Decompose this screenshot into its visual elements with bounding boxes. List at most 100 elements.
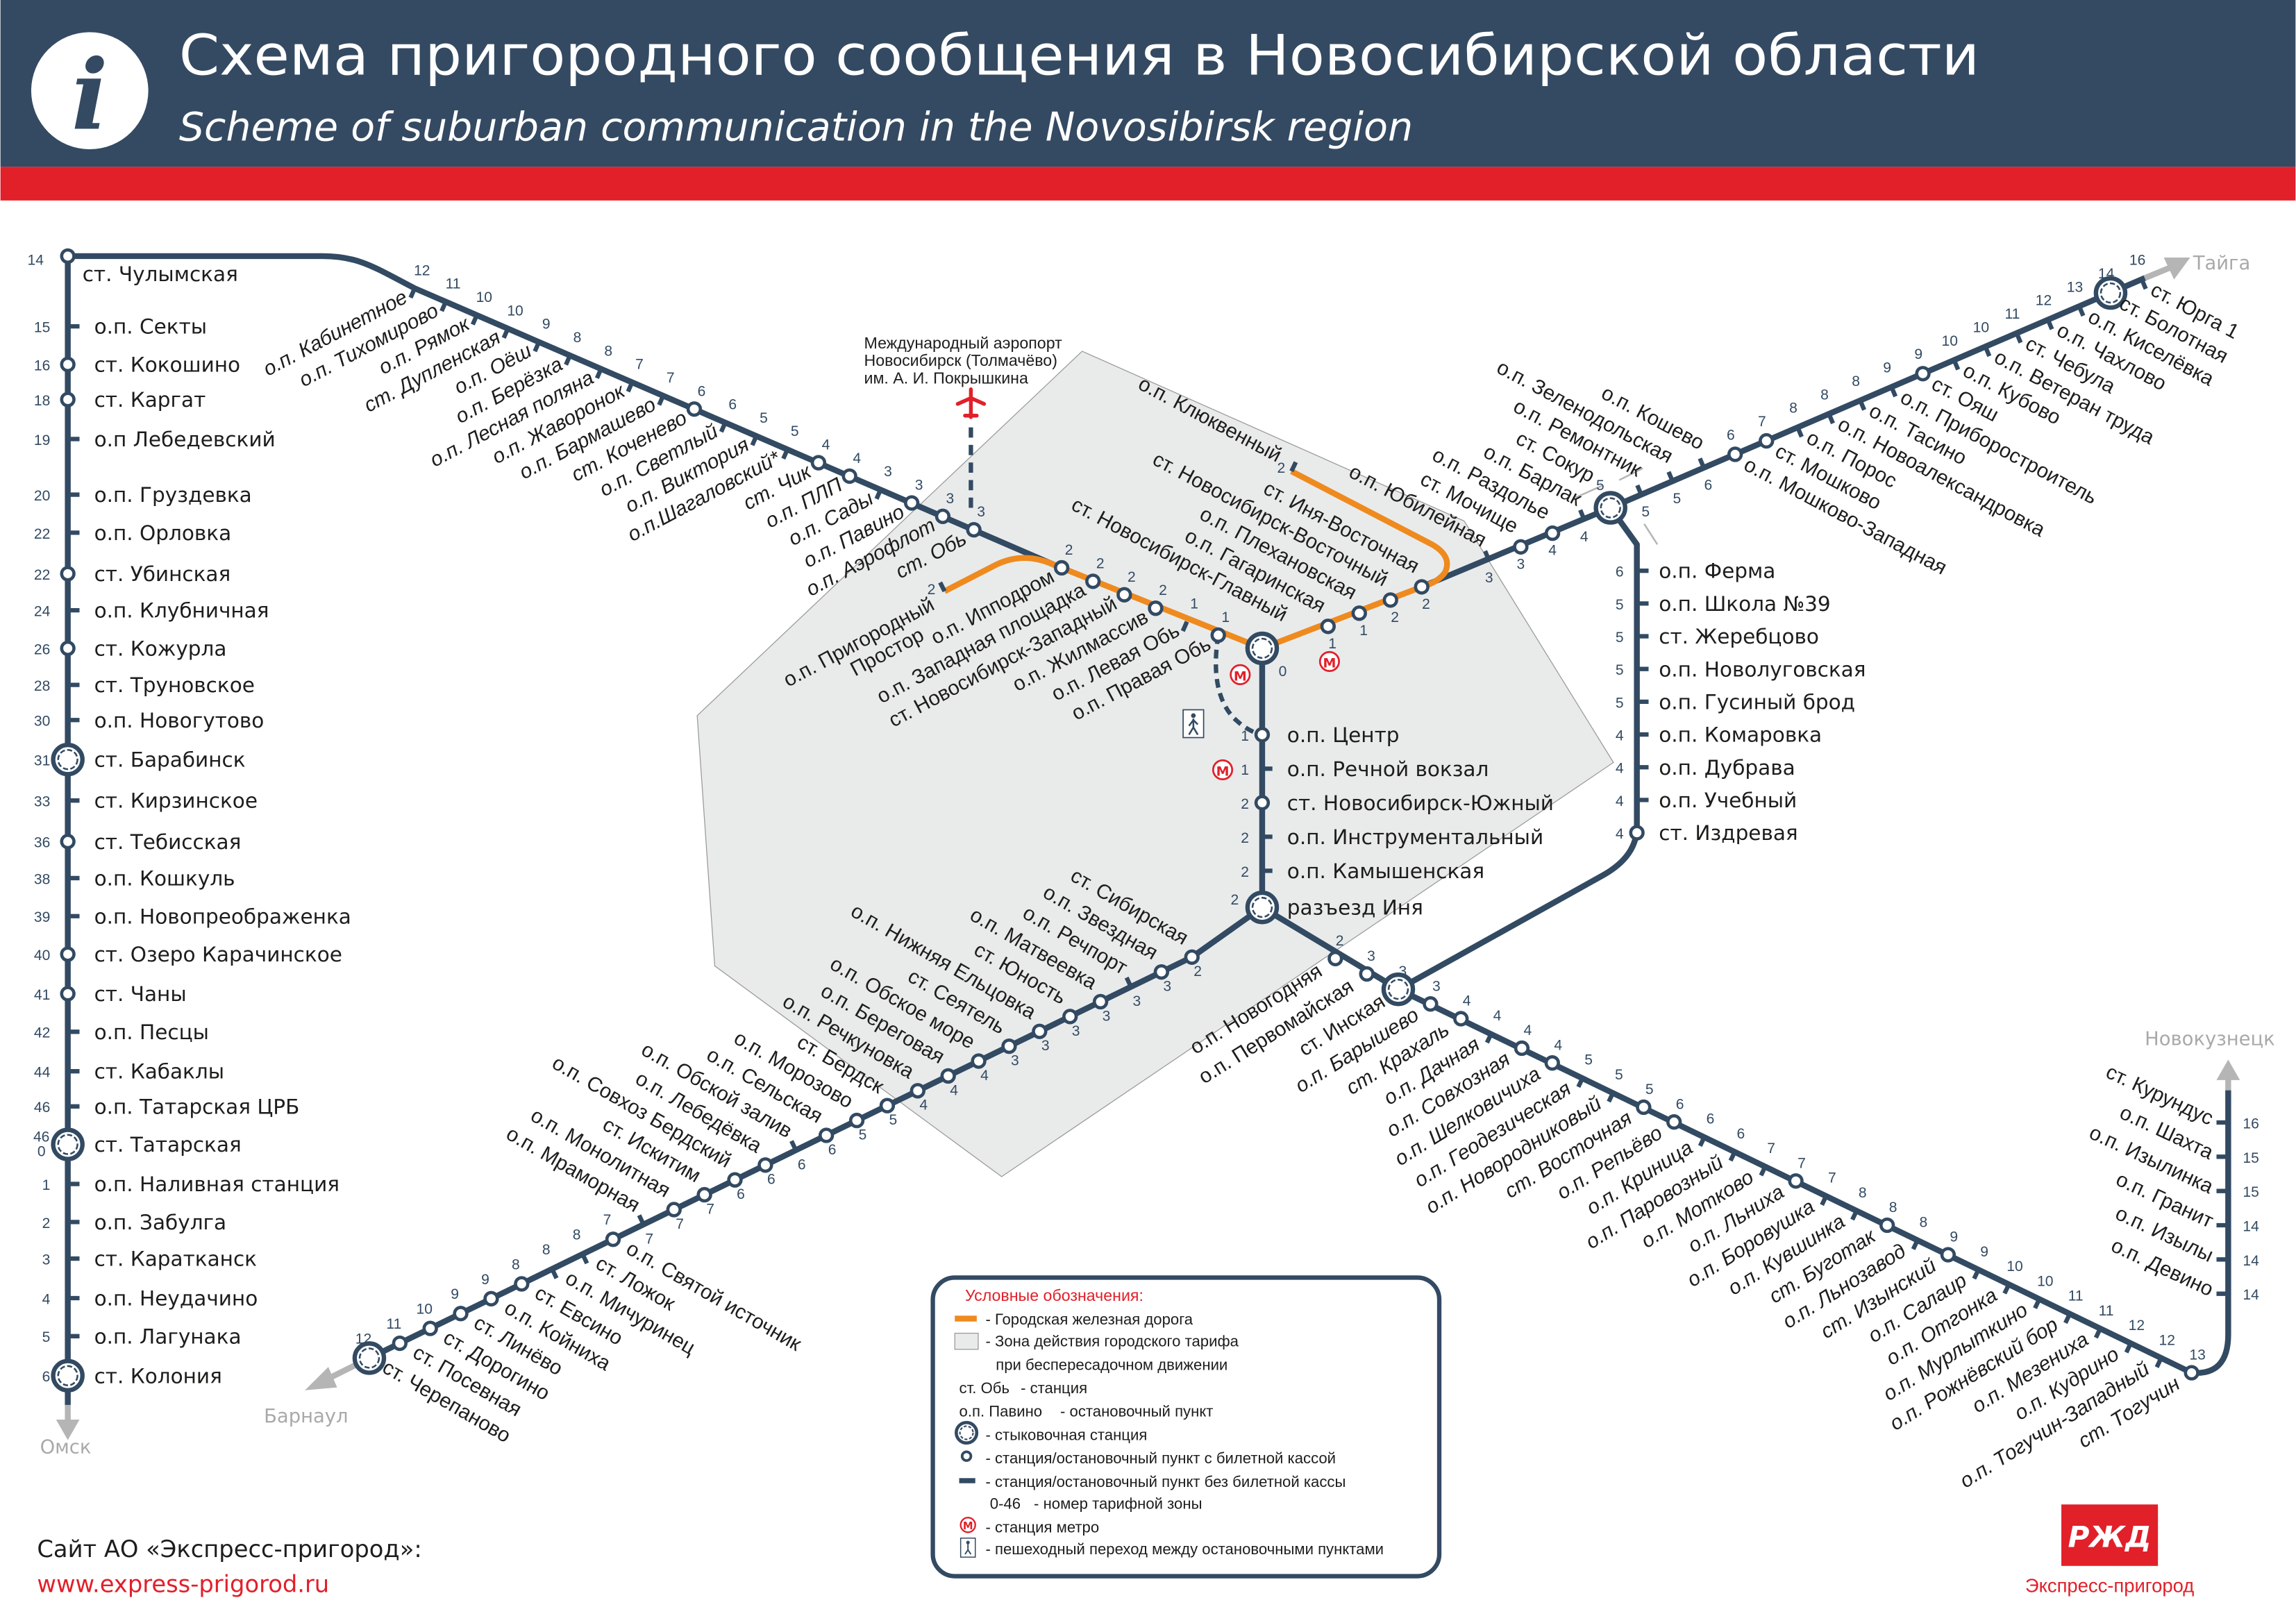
zone-number: 4 xyxy=(1616,793,1624,809)
station-label: ст. Новосибирск-Южный xyxy=(1287,791,1554,815)
ticket-office-marker-icon xyxy=(848,1112,865,1129)
ticket-office-icon xyxy=(960,1450,973,1462)
no-ticket-office-marker-icon xyxy=(874,488,883,500)
no-ticket-office-marker-icon xyxy=(1728,1150,1737,1162)
zone-number: 16 xyxy=(2243,1116,2259,1132)
zone-number: 4 xyxy=(919,1098,928,1113)
zone-number: 12 xyxy=(2036,293,2052,309)
ticket-office-marker-icon xyxy=(935,508,951,525)
zone-number: 3 xyxy=(1398,964,1407,979)
zone-number: 1 xyxy=(1241,728,1249,744)
direction-novokuznetsk: Новокузнецк xyxy=(2145,1028,2275,1050)
ticket-office-marker-icon xyxy=(1382,592,1398,608)
zone-number: 7 xyxy=(667,370,675,386)
legend-title: Условные обозначения: xyxy=(965,1286,1143,1304)
zone-number: 5 xyxy=(760,410,768,426)
station-label: о.п. Забулга xyxy=(94,1211,227,1234)
ticket-office-marker-icon xyxy=(940,1068,956,1084)
pedestrian-icon xyxy=(960,1537,976,1558)
legend-stop-desc: - остановочный пункт xyxy=(1060,1403,1213,1420)
station-label: ст. Кокошино xyxy=(94,353,241,376)
zone-number: 3 xyxy=(1432,978,1441,994)
zone-number: 10 xyxy=(1973,319,1989,335)
no-ticket-office-marker-icon xyxy=(2045,319,2054,330)
zone-number: 2 xyxy=(1277,460,1285,476)
station[interactable]: ст. Кокошино 16 xyxy=(34,353,240,376)
ticket-office-marker-icon xyxy=(1940,1247,1956,1263)
city-rail-prigorodny-spur xyxy=(943,555,1059,594)
logo-text: РЖД xyxy=(2068,1520,2152,1554)
station-label: о.п. Татарская ЦРБ xyxy=(94,1095,300,1118)
site-link[interactable]: www.express-prigorod.ru xyxy=(37,1571,329,1598)
no-ticket-office-marker-icon xyxy=(564,354,572,366)
ticket-office-marker-icon xyxy=(1359,966,1375,982)
ticket-office-marker-icon xyxy=(810,455,827,471)
city-rail-klyukvenny-spur xyxy=(1290,469,1450,590)
no-ticket-office-marker-icon xyxy=(1635,484,1643,496)
no-ticket-office-marker-icon xyxy=(2093,1327,2102,1339)
zone-number: 2 xyxy=(928,582,936,598)
ticket-office-marker-icon xyxy=(1788,1173,1804,1189)
ticket-office-marker-icon xyxy=(422,1320,438,1336)
zone-number: 8 xyxy=(604,343,612,359)
zone-number: 41 xyxy=(34,987,50,1003)
zone-number: 16 xyxy=(34,358,50,373)
no-ticket-office-marker-icon xyxy=(781,448,790,460)
zone-number: 4 xyxy=(1493,1008,1502,1024)
zone-number: 6 xyxy=(798,1157,806,1172)
zone-number: 8 xyxy=(1852,373,1860,389)
no-ticket-office-marker-icon xyxy=(719,421,728,433)
metro-glyph: М xyxy=(1216,764,1230,779)
zone-number: 9 xyxy=(1980,1244,1988,1260)
zone-number: 11 xyxy=(2068,1288,2084,1304)
zone-number: 9 xyxy=(1914,346,1922,362)
no-ticket-office-marker-icon xyxy=(938,581,947,593)
no-ticket-office-marker-icon xyxy=(1952,359,1961,371)
zone-number: 4 xyxy=(1580,529,1589,545)
station-label: разъезд Иня xyxy=(1287,896,1423,920)
